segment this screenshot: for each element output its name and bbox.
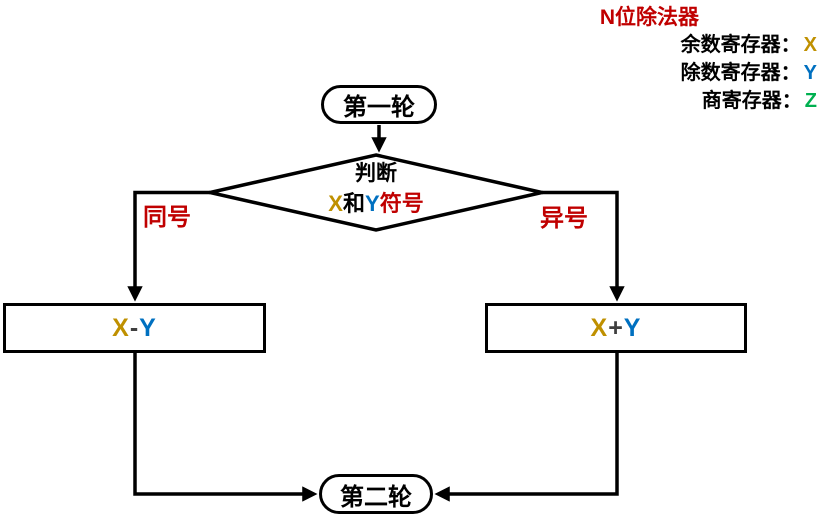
edge-decision-to-left-box xyxy=(127,190,210,302)
decision-x: X xyxy=(328,191,343,216)
decision-and: 和 xyxy=(342,191,365,216)
left-op-x: X xyxy=(112,313,130,342)
node-round-one: 第一轮 xyxy=(321,85,437,124)
node-x-plus-y: X+Y xyxy=(485,303,747,353)
edge-left-box-to-end xyxy=(133,353,318,502)
branch-label-diff-sign: 异号 xyxy=(540,205,588,232)
legend-title: N位除法器 xyxy=(599,6,699,29)
decision-line2: X和Y符号 xyxy=(276,189,476,219)
decision-suffix: 符号 xyxy=(379,191,424,216)
right-op-y: Y xyxy=(623,313,642,342)
node-round-one-label: 第一轮 xyxy=(343,94,415,121)
legend-item-quotient-register: Z xyxy=(804,90,817,112)
decision-y: Y xyxy=(365,191,380,216)
legend-item-divisor-register: Y xyxy=(803,62,817,84)
right-op-sign: + xyxy=(608,313,624,342)
node-round-two: 第二轮 xyxy=(319,474,433,514)
legend-item-quotient: 商寄存器：Z xyxy=(600,87,817,115)
node-round-two-label: 第二轮 xyxy=(340,483,412,511)
edge-decision-to-right-box xyxy=(542,190,625,302)
legend-item-remainder: 余数寄存器：X xyxy=(600,31,817,59)
left-op-y: Y xyxy=(139,313,157,342)
decision-label: 判断 X和Y符号 xyxy=(276,159,476,219)
decision-line1: 判断 xyxy=(355,162,397,185)
branch-label-same-sign: 同号 xyxy=(143,204,191,231)
register-legend: N位除法器 余数寄存器：X 除数寄存器：Y 商寄存器：Z xyxy=(600,4,817,115)
edge-right-box-to-end xyxy=(434,353,619,502)
legend-item-quotient-label: 商寄存器： xyxy=(701,90,802,112)
left-op-sign: - xyxy=(129,313,140,342)
legend-item-divisor: 除数寄存器：Y xyxy=(600,59,817,87)
right-op-x: X xyxy=(590,313,609,342)
decision-diamond xyxy=(202,153,550,232)
legend-item-remainder-register: X xyxy=(803,34,817,56)
node-x-minus-y: X-Y xyxy=(3,303,266,353)
legend-item-remainder-label: 余数寄存器： xyxy=(680,34,801,56)
legend-item-divisor-label: 除数寄存器： xyxy=(680,62,801,84)
